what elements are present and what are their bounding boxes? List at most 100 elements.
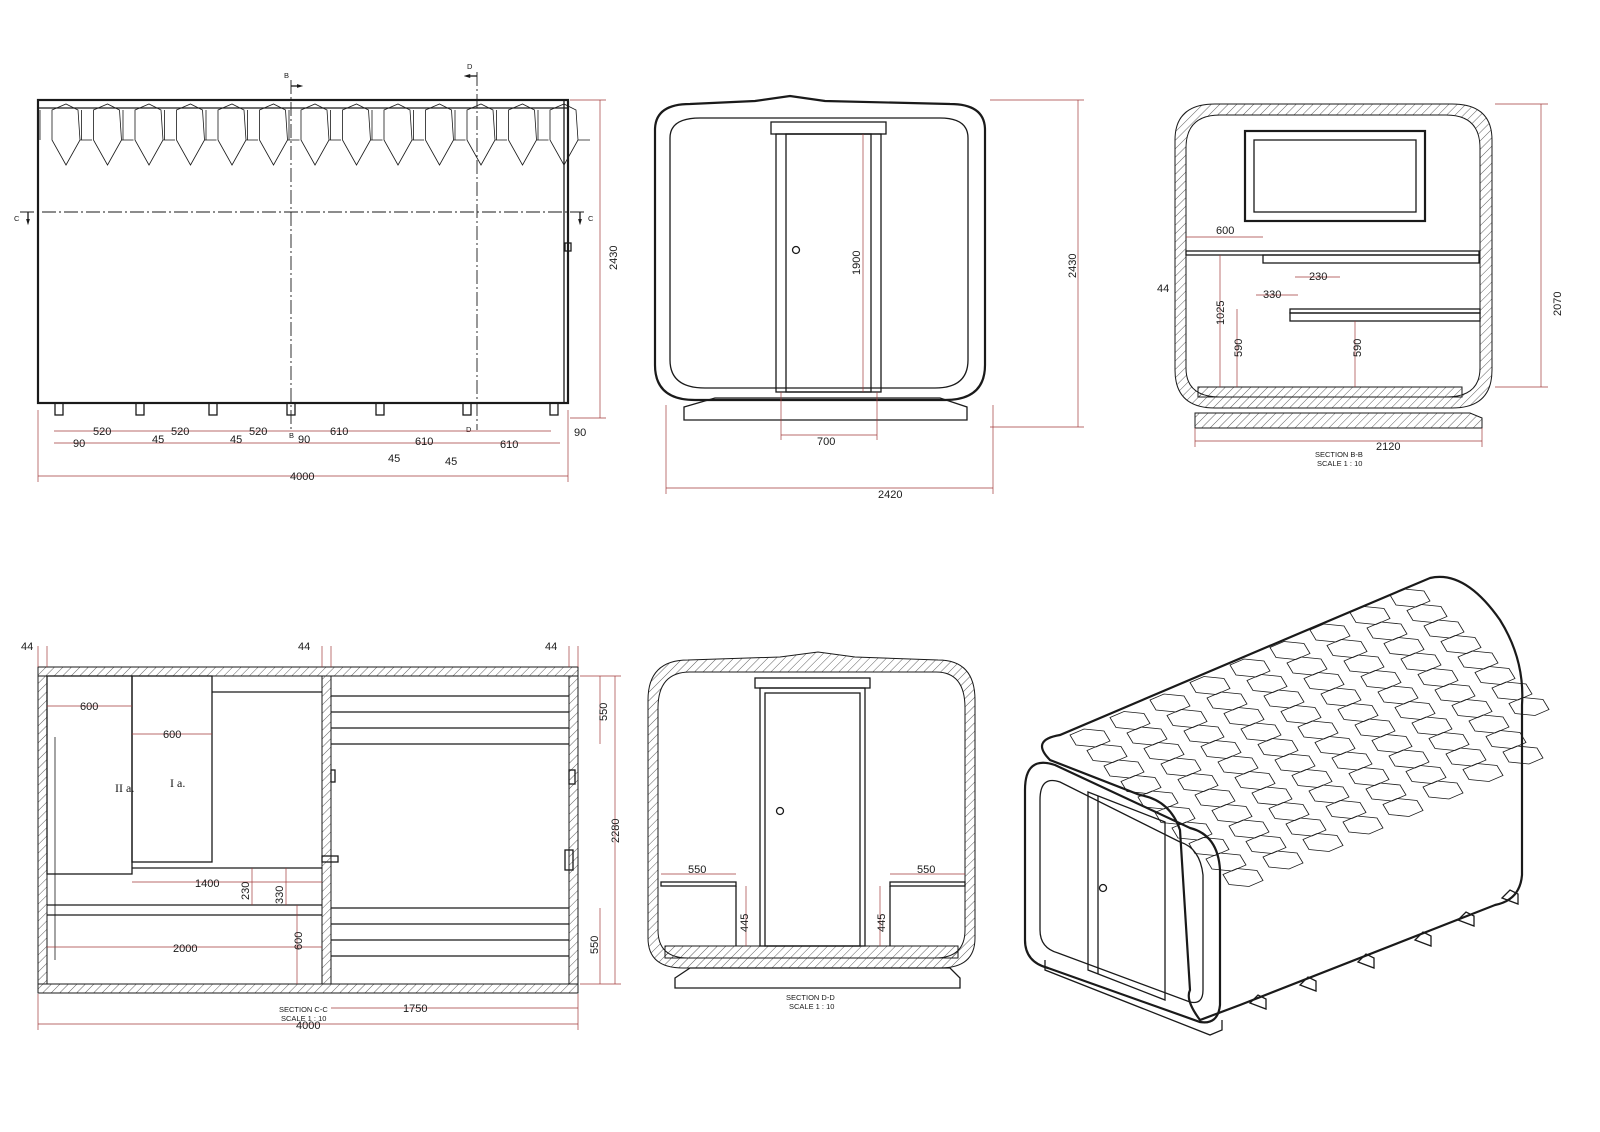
iso-shingle (1360, 670, 1402, 689)
bb-bench-upper-step (1262, 254, 1480, 264)
bb-bench-lower-step (1289, 312, 1481, 322)
iso-shingle (1445, 747, 1487, 767)
iso-shingle (1406, 604, 1448, 623)
cc-wall-bottom (37, 983, 579, 994)
shingle (164, 103, 217, 166)
cc-dim-600-upper: 600 (80, 701, 98, 713)
bb-dim-590-left: 590 (1233, 339, 1245, 357)
iso-shingle (1246, 674, 1288, 693)
cc-scale: SCALE 1 : 10 (281, 1014, 326, 1023)
bb-dim-230: 230 (1309, 271, 1327, 283)
iso-shingle (1468, 714, 1510, 734)
iso-shingle (1291, 769, 1333, 788)
cc-wall-top (37, 666, 579, 677)
dim-2430-end: 2430 (1067, 254, 1079, 278)
iso-shingle (1194, 788, 1236, 808)
dim-90-left: 90 (73, 438, 85, 450)
iso-shingle (1103, 759, 1145, 779)
dim-90-mid: 90 (298, 434, 310, 446)
iso-shingle (1189, 676, 1231, 695)
dim-45-c: 45 (388, 453, 400, 465)
iso-shingle (1251, 786, 1293, 806)
iso-shingle (1377, 685, 1419, 705)
shingle (454, 103, 507, 166)
iso-shingle (1120, 775, 1162, 794)
shingle (496, 103, 549, 166)
dim-45-d: 45 (445, 456, 457, 468)
cc-label-ii: II a. (115, 781, 134, 795)
iso-shingle (1422, 780, 1464, 800)
dd-dim-550-right: 550 (917, 864, 935, 876)
bb-dim-44: 44 (1157, 283, 1169, 295)
shingle (288, 103, 341, 166)
iso-shingle (1069, 728, 1111, 748)
section-c-c: II a. I a. 44 44 44 (21, 641, 622, 1032)
cc-dim-1400: 1400 (195, 878, 219, 890)
cut-label-c-right: C (588, 214, 594, 223)
iso-shingle (1457, 650, 1499, 670)
cc-wall-right (568, 675, 579, 985)
cc-bench-lower-zone (131, 675, 213, 863)
dd-door-head (754, 677, 871, 689)
bb-floor (1197, 386, 1463, 398)
iso-door-knob (1098, 883, 1108, 893)
iso-shingle (1491, 681, 1533, 701)
shingle (413, 103, 466, 166)
iso-shingle (1314, 736, 1356, 755)
iso-shingle (1485, 730, 1527, 749)
bb-shell (1174, 103, 1493, 409)
cut-label-d-top: D (467, 62, 473, 71)
end-elevation: 700 1900 2420 2430 (653, 94, 1084, 501)
iso-shingle (1320, 687, 1362, 707)
door-knob (791, 245, 801, 255)
iso-shingle (1149, 693, 1191, 713)
iso-shingle (1382, 798, 1424, 817)
bb-title: SECTION B-B (1315, 450, 1363, 459)
bb-scale: SCALE 1 : 10 (1317, 459, 1362, 468)
iso-shingle (1154, 806, 1196, 825)
iso-shingle (1309, 623, 1351, 643)
iso-shingle (1337, 703, 1379, 722)
iso-shingle (1451, 699, 1493, 718)
iso-shingle (1177, 773, 1219, 792)
cc-dim-230: 230 (240, 882, 252, 900)
dd-floor (664, 945, 959, 959)
iso-shingle (1109, 711, 1151, 730)
iso-shingle (1268, 802, 1310, 821)
bb-dim-2120: 2120 (1376, 441, 1400, 453)
cut-label-b-bottom: B (289, 431, 294, 440)
iso-shingle (1126, 726, 1168, 746)
iso-shingle (1223, 707, 1265, 726)
dim-door-width: 700 (817, 436, 835, 448)
iso-shingle (1211, 804, 1253, 823)
iso-shingles (1069, 588, 1550, 887)
cc-label-i: I a. (170, 776, 185, 790)
shingle (205, 103, 258, 166)
door-head (770, 121, 887, 135)
iso-shingle (1200, 740, 1242, 759)
cc-dim-600-lower: 600 (163, 729, 181, 741)
iso-shingle (1297, 720, 1339, 740)
iso-shingle (1331, 751, 1373, 771)
iso-shingle (1257, 738, 1299, 757)
cc-dim-1750: 1750 (403, 1003, 427, 1015)
dim-520-c: 520 (249, 426, 267, 438)
iso-shingle (1383, 637, 1425, 656)
iso-front-inner (1039, 779, 1204, 1004)
iso-shingle (1365, 782, 1407, 802)
iso-shingle (1206, 691, 1248, 711)
dim-610-a: 610 (330, 426, 348, 438)
dim-610-b: 610 (415, 436, 433, 448)
dd-dim-445-left: 445 (739, 914, 751, 932)
shingle-row (39, 103, 590, 166)
iso-shingle (1171, 821, 1213, 841)
shingle (39, 103, 92, 166)
bb-dim-1025: 1025 (1215, 301, 1227, 325)
iso-shingle (1423, 619, 1465, 639)
cc-slats-top (331, 695, 569, 745)
front-dims (37, 99, 606, 482)
iso-shingle (1474, 666, 1516, 685)
dd-door-leaf (764, 692, 861, 947)
cc-wall-partition (321, 675, 332, 985)
